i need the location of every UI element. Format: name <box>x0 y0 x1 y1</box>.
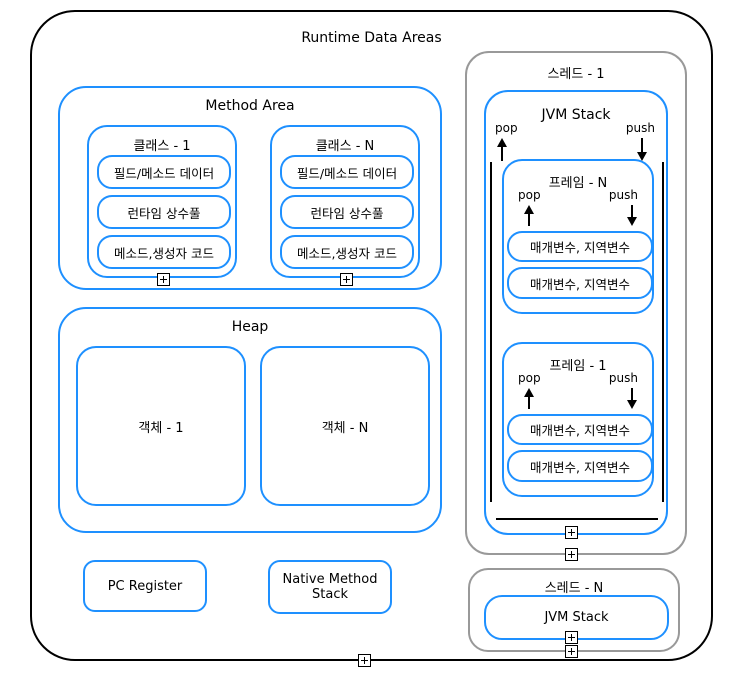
push-arrow-icon <box>626 205 638 226</box>
frame-1-param-local-vars: 매개변수, 지역변수 <box>507 414 653 445</box>
pop-arrow-icon <box>523 205 535 226</box>
class-n-method-constructor-code: 메소드,생성자 코드 <box>280 235 414 269</box>
method-area-box: Method Area 클래스 - 1 필드/메소드 데이터 런타임 상수풀 메… <box>58 86 442 290</box>
push-label: push <box>608 371 638 385</box>
frame-n-param-local-vars: 매개변수, 지역변수 <box>507 231 653 262</box>
collapse-icon[interactable] <box>565 631 578 644</box>
collapse-icon[interactable] <box>565 645 578 658</box>
collapse-icon[interactable] <box>565 548 578 561</box>
push-label: push <box>608 188 638 202</box>
class-1-field-method-data: 필드/메소드 데이터 <box>97 155 231 189</box>
frame-n-param-local-vars: 매개변수, 지역변수 <box>507 267 653 299</box>
method-area-title: Method Area <box>205 98 295 114</box>
collapse-icon[interactable] <box>358 654 371 667</box>
stack-wall-right <box>662 162 664 502</box>
collapse-icon[interactable] <box>157 273 170 286</box>
class-1-box: 클래스 - 1 필드/메소드 데이터 런타임 상수풀 메소드,생성자 코드 <box>87 125 237 286</box>
thread-1-title: 스레드 - 1 <box>547 67 605 82</box>
pop-arrow-icon <box>496 138 508 161</box>
pop-label: pop <box>518 371 541 385</box>
heap-box: Heap 객체 - 1 객체 - N <box>58 307 442 533</box>
collapse-icon[interactable] <box>340 273 353 286</box>
native-method-stack-box: Native Method Stack <box>268 560 392 614</box>
heap-object-n-box: 객체 - N <box>260 346 430 506</box>
class-n-box: 클래스 - N 필드/메소드 데이터 런타임 상수풀 메소드,생성자 코드 <box>270 125 420 286</box>
frame-1-param-local-vars: 매개변수, 지역변수 <box>507 450 653 482</box>
thread-1-box: 스레드 - 1 JVM Stack pop push 프레임 - N pop p… <box>465 51 687 555</box>
push-arrow-icon <box>626 388 638 409</box>
heap-title: Heap <box>231 319 269 335</box>
frame-n-title: 프레임 - N <box>548 176 608 191</box>
jvm-stack-title: JVM Stack <box>541 107 611 123</box>
class-n-runtime-constant-pool: 런타임 상수풀 <box>280 195 414 229</box>
diagram-title: Runtime Data Areas <box>301 30 442 46</box>
stack-wall-left <box>490 162 492 502</box>
class-n-title: 클래스 - N <box>315 139 375 154</box>
frame-1-title: 프레임 - 1 <box>549 359 607 374</box>
class-n-field-method-data: 필드/메소드 데이터 <box>280 155 414 189</box>
collapse-icon[interactable] <box>565 526 578 539</box>
class-1-method-constructor-code: 메소드,생성자 코드 <box>97 235 231 269</box>
push-label: push <box>625 121 655 135</box>
pc-register-box: PC Register <box>83 560 207 612</box>
class-1-title: 클래스 - 1 <box>133 139 191 154</box>
class-1-runtime-constant-pool: 런타임 상수풀 <box>97 195 231 229</box>
frame-1-box: 프레임 - 1 pop push 매개변수, 지역변수 매개변수, 지역변수 <box>502 342 654 497</box>
pop-label: pop <box>495 121 518 135</box>
pop-label: pop <box>518 188 541 202</box>
push-arrow-icon <box>636 138 648 161</box>
thread-n-title: 스레드 - N <box>544 581 604 596</box>
heap-object-1-box: 객체 - 1 <box>76 346 246 506</box>
frame-n-box: 프레임 - N pop push 매개변수, 지역변수 매개변수, 지역변수 <box>502 159 654 314</box>
pop-arrow-icon <box>523 388 535 409</box>
jvm-stack-box: JVM Stack pop push 프레임 - N pop push 매개변수… <box>484 90 668 535</box>
stack-bottom-line <box>496 518 658 520</box>
